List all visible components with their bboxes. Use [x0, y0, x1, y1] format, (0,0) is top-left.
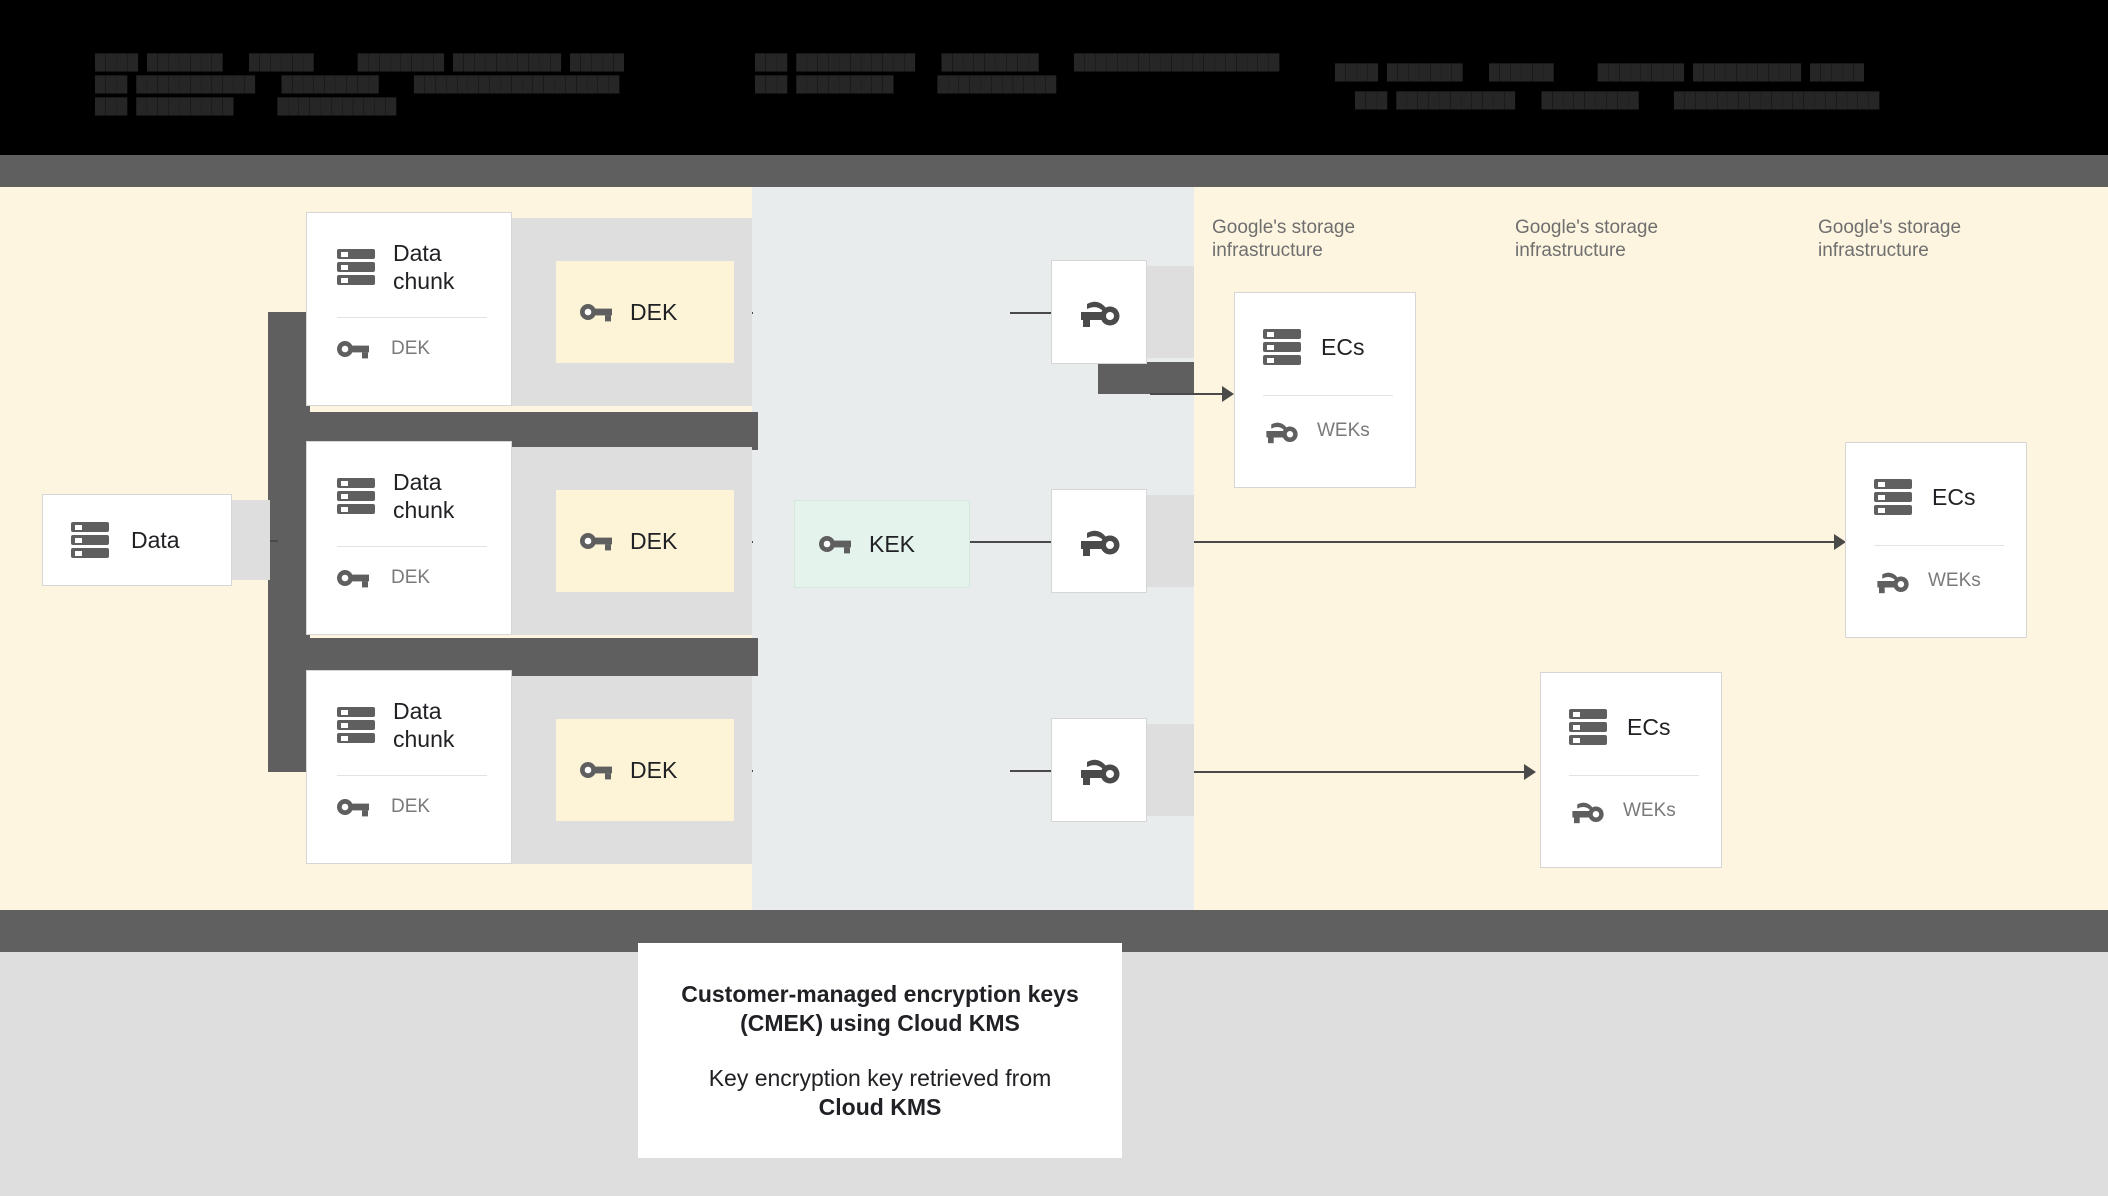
chunk1-key-label: DEK — [391, 338, 431, 359]
ecs2-title: ECs — [1932, 483, 1976, 510]
chunk2-divider — [337, 546, 487, 547]
vpn-key-flipped-icon — [1078, 296, 1120, 328]
header-text-line-7: ███ ███████████ █████████ ██████████████… — [1355, 92, 1880, 109]
caption-line-2: (CMEK) using Cloud KMS — [740, 1009, 1020, 1036]
vpn-key-icon — [580, 531, 612, 551]
arrowhead-ecs3 — [1524, 764, 1536, 780]
header-text-line-3: ███ █████████ ███████████ — [95, 98, 397, 115]
storage-icon — [337, 705, 375, 745]
vpn-key-icon — [580, 760, 612, 780]
storage-icon — [337, 476, 375, 516]
connector-wek2-to-ecs2 — [1150, 541, 1840, 543]
node-data[interactable]: Data — [42, 494, 232, 586]
dek3-label: DEK — [630, 756, 678, 783]
node-data-label: Data — [131, 526, 180, 553]
storage-icon — [71, 520, 109, 560]
kek-label: KEK — [869, 530, 916, 557]
header-text-line-6: ████ ███████ ██████ ████████ ██████████ … — [1335, 64, 1865, 81]
header-gray-strip — [0, 155, 2108, 187]
caption-line-1: Customer-managed encryption keys — [681, 980, 1079, 1007]
vpn-key-icon — [819, 534, 851, 554]
chunk2-title: Data chunk — [393, 469, 455, 523]
vpn-key-flipped-icon — [1569, 798, 1605, 824]
vpn-key-icon — [337, 797, 369, 817]
node-dek-2[interactable]: DEK — [556, 490, 734, 592]
zone-label-storage-3: Google's storage infrastructure — [1818, 217, 1962, 261]
ecs1-title: ECs — [1321, 333, 1365, 360]
vpn-key-icon — [337, 568, 369, 588]
ecs3-divider — [1569, 775, 1699, 776]
node-dek-3[interactable]: DEK — [556, 719, 734, 821]
node-ecs-2[interactable]: ECs WEKs — [1845, 442, 2027, 638]
node-ecs-1[interactable]: ECs WEKs — [1234, 292, 1416, 488]
node-dek-1[interactable]: DEK — [556, 261, 734, 363]
vpn-key-icon — [337, 339, 369, 359]
node-wrapped-key-2[interactable] — [1051, 489, 1147, 593]
chunk3-title: Data chunk — [393, 698, 455, 752]
arrowhead-ecs2 — [1834, 534, 1846, 550]
zone-label-storage-2: Google's storage infrastructure — [1515, 217, 1659, 261]
bracket-vertical-bar — [268, 312, 310, 772]
arrowhead-ecs1 — [1222, 386, 1234, 402]
chunk2-key-label: DEK — [391, 567, 431, 588]
caption-box: Customer-managed encryption keys (CMEK) … — [638, 943, 1122, 1158]
top-black-band — [0, 0, 2108, 155]
connector-wek1-to-ecs1 — [1150, 393, 1228, 395]
connector-to-wek1 — [1010, 312, 1051, 314]
storage-icon — [1569, 707, 1607, 747]
header-text-line-4: ███ ███████████ █████████ ██████████████… — [755, 54, 1280, 71]
header-text-line-2: ███ ███████████ █████████ ██████████████… — [95, 76, 620, 93]
dek2-label: DEK — [630, 527, 678, 554]
vpn-key-flipped-icon — [1874, 568, 1910, 594]
node-wrapped-key-1[interactable] — [1051, 260, 1147, 364]
caption-line-3: Key encryption key retrieved from — [708, 1064, 1052, 1091]
chunk1-title: Data chunk — [393, 240, 455, 294]
vpn-key-icon — [580, 302, 612, 322]
node-ecs-3[interactable]: ECs WEKs — [1540, 672, 1722, 868]
kms-connector-block — [1098, 362, 1194, 394]
storage-icon — [1263, 327, 1301, 367]
vpn-key-flipped-icon — [1078, 525, 1120, 557]
node-data-chunk-2[interactable]: Data chunk DEK — [306, 441, 512, 635]
chunk3-divider — [337, 775, 487, 776]
chunk1-divider — [337, 317, 487, 318]
node-wrapped-key-3[interactable] — [1051, 718, 1147, 822]
node-data-chunk-1[interactable]: Data chunk DEK — [306, 212, 512, 406]
node-kek[interactable]: KEK — [794, 500, 970, 588]
node-data-chunk-3[interactable]: Data chunk DEK — [306, 670, 512, 864]
chunk3-key-label: DEK — [391, 796, 431, 817]
ecs2-key-label: WEKs — [1928, 570, 1981, 591]
vpn-key-flipped-icon — [1263, 418, 1299, 444]
header-text-line-5: ███ █████████ ███████████ — [755, 76, 1057, 93]
caption-line-4: Cloud KMS — [818, 1093, 942, 1120]
storage-icon — [1874, 477, 1912, 517]
ecs1-divider — [1263, 395, 1393, 396]
ecs3-title: ECs — [1627, 713, 1671, 740]
vpn-key-flipped-icon — [1078, 754, 1120, 786]
header-text-line-1: ████ ███████ ██████ ████████ ██████████ … — [95, 54, 625, 71]
ecs2-divider — [1874, 545, 2004, 546]
bracket-spur-bottom — [268, 638, 758, 676]
connector-wek3-to-ecs3 — [1150, 771, 1530, 773]
zone-label-storage-1: Google's storage infrastructure — [1212, 217, 1356, 261]
storage-icon — [337, 247, 375, 287]
ecs1-key-label: WEKs — [1317, 420, 1370, 441]
dek1-label: DEK — [630, 298, 678, 325]
connector-to-wek3 — [1010, 770, 1051, 772]
ecs3-key-label: WEKs — [1623, 800, 1676, 821]
